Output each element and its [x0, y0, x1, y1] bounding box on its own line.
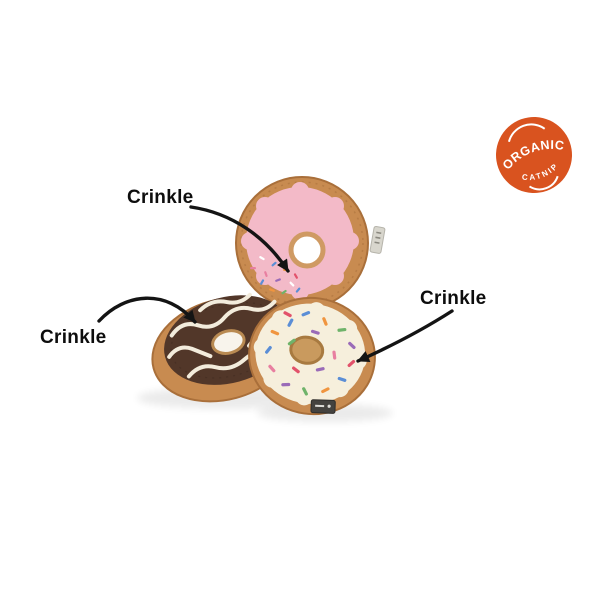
crinkle-label-left: Crinkle — [40, 327, 107, 348]
brand-tag-white-donut — [310, 399, 336, 414]
arrow-to-chocolate-donut — [97, 296, 197, 324]
pink-donut — [235, 176, 386, 310]
arrow-to-white-donut — [356, 309, 454, 363]
white-donut-hole — [289, 335, 325, 365]
crinkle-label-top: Crinkle — [127, 187, 194, 208]
pink-donut-hole — [288, 231, 326, 269]
organic-catnip-badge: ORGANIC CATNIP — [496, 117, 572, 193]
badge-top-arc — [507, 123, 546, 143]
arrow-to-pink-donut — [189, 205, 290, 273]
chocolate-donut-hole — [211, 329, 246, 355]
crinkle-label-right: Crinkle — [420, 288, 487, 309]
brand-tag-pink-donut — [369, 225, 386, 254]
badge-bottom-arc — [528, 175, 559, 191]
white-donut — [248, 296, 376, 416]
sprinkles-white-donut — [265, 311, 356, 396]
